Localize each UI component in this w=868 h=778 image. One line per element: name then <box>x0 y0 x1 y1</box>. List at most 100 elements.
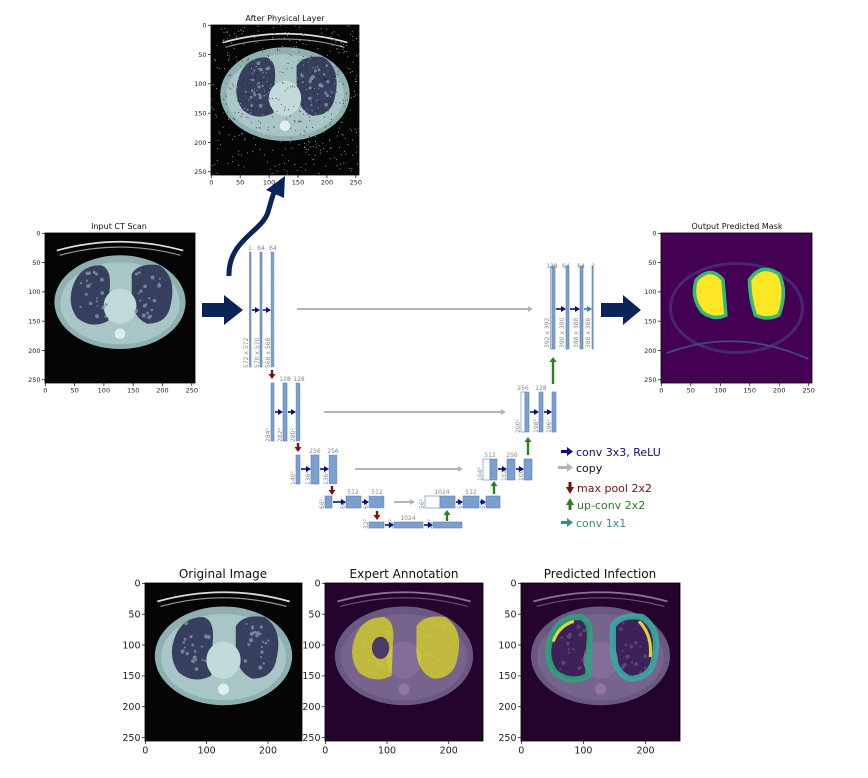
noise-dot <box>339 102 341 104</box>
copy-arrow-head <box>501 409 506 415</box>
lung-texture <box>301 81 304 84</box>
noise-dot <box>226 133 228 135</box>
noise-dot <box>262 114 264 116</box>
noise-dot <box>214 60 216 62</box>
right-lung <box>235 616 279 679</box>
noise-dot <box>301 37 303 39</box>
noise-dot <box>269 60 271 62</box>
noise-dot <box>337 70 339 72</box>
lung-texture <box>141 313 146 318</box>
noise-dot <box>261 137 263 139</box>
noise-dot <box>276 140 278 142</box>
x-tick-label: 150 <box>292 179 304 187</box>
noise-dot <box>322 41 324 43</box>
noise-dot <box>217 66 219 68</box>
legend-maxpool-arrow-icon <box>566 482 574 494</box>
noise-dot <box>276 155 278 157</box>
noise-dot <box>256 41 258 43</box>
lung-texture <box>308 79 312 84</box>
physical-plot-title: After Physical Layer <box>245 14 325 23</box>
noise-dot <box>294 163 296 165</box>
noise-dot <box>296 167 298 169</box>
noise-dot <box>293 104 295 106</box>
noise-dot <box>294 124 296 126</box>
lung-texture <box>258 95 263 100</box>
noise-dot <box>224 34 226 36</box>
noise-dot <box>335 78 337 79</box>
noise-dot <box>351 70 353 72</box>
y-tick-label: 100 <box>194 80 206 88</box>
noise-dot <box>304 110 306 112</box>
noise-dot <box>356 38 357 39</box>
noise-dot <box>316 73 318 75</box>
noise-dot <box>294 129 296 131</box>
size-label: 388 x 388 <box>585 318 592 348</box>
overlay <box>325 583 483 741</box>
noise-dot <box>299 111 301 112</box>
noise-dot <box>331 95 333 96</box>
noise-dot <box>212 84 214 86</box>
table-edge <box>666 340 809 360</box>
channel-label: 1024 <box>434 489 449 496</box>
x-tick-label: 100 <box>263 179 275 187</box>
noise-dot <box>298 59 300 61</box>
noise-dot <box>345 153 347 155</box>
feature-map <box>270 382 275 442</box>
lung-texture <box>257 85 261 89</box>
noise-dot <box>348 47 350 49</box>
noise-dot <box>275 98 277 99</box>
noise-dot <box>305 143 307 145</box>
noise-dot <box>284 163 286 165</box>
noise-dot <box>230 69 232 71</box>
noise-dot <box>349 128 351 130</box>
noise-dot <box>313 116 315 118</box>
noise-dot <box>265 111 267 113</box>
noise-dot <box>317 63 319 64</box>
noise-dot <box>298 121 300 123</box>
size-label: 280² <box>290 428 297 442</box>
lung-texture <box>183 646 186 649</box>
noise-dot <box>226 111 228 113</box>
noise-dot <box>294 93 296 95</box>
noise-dot <box>337 53 339 55</box>
noise-dot <box>258 31 260 33</box>
x-tick-label: 150 <box>744 387 756 395</box>
noise-dot <box>254 36 256 38</box>
noise-dot <box>318 107 319 108</box>
noise-dot <box>331 32 333 34</box>
noise-dot <box>311 131 313 133</box>
noise-dot <box>297 60 299 62</box>
noise-dot <box>291 171 292 173</box>
noise-dot <box>311 99 313 101</box>
noise-dot <box>216 92 218 94</box>
lung-texture <box>150 275 155 280</box>
noise-dot <box>335 141 337 143</box>
noise-dot <box>227 54 229 56</box>
original-axes-frame <box>144 582 303 742</box>
noise-dot <box>293 37 295 39</box>
copy-arrow <box>297 308 529 310</box>
noise-dot <box>218 65 220 67</box>
noise-dot <box>302 27 304 29</box>
y-tick-label: 250 <box>194 168 206 176</box>
noise-dot <box>314 113 316 115</box>
y-tick-label: 100 <box>644 288 656 296</box>
noise-dot <box>214 58 215 60</box>
noise-dot <box>286 130 288 131</box>
noise-dot <box>291 166 293 168</box>
noise-dot <box>259 51 261 53</box>
noise-dot <box>344 150 346 152</box>
noise-dot <box>243 166 245 168</box>
heart <box>103 288 137 324</box>
noise-dot <box>215 116 217 118</box>
noise-dot <box>223 39 225 41</box>
noise-dot <box>250 134 252 136</box>
size-label: 66² <box>340 498 347 509</box>
y-tick-label: 0 <box>652 230 656 238</box>
noise-dot <box>352 156 354 158</box>
noise-dot <box>309 35 311 36</box>
noise-dot <box>248 94 250 96</box>
table-arc <box>157 591 290 603</box>
noise-dot <box>268 106 270 108</box>
